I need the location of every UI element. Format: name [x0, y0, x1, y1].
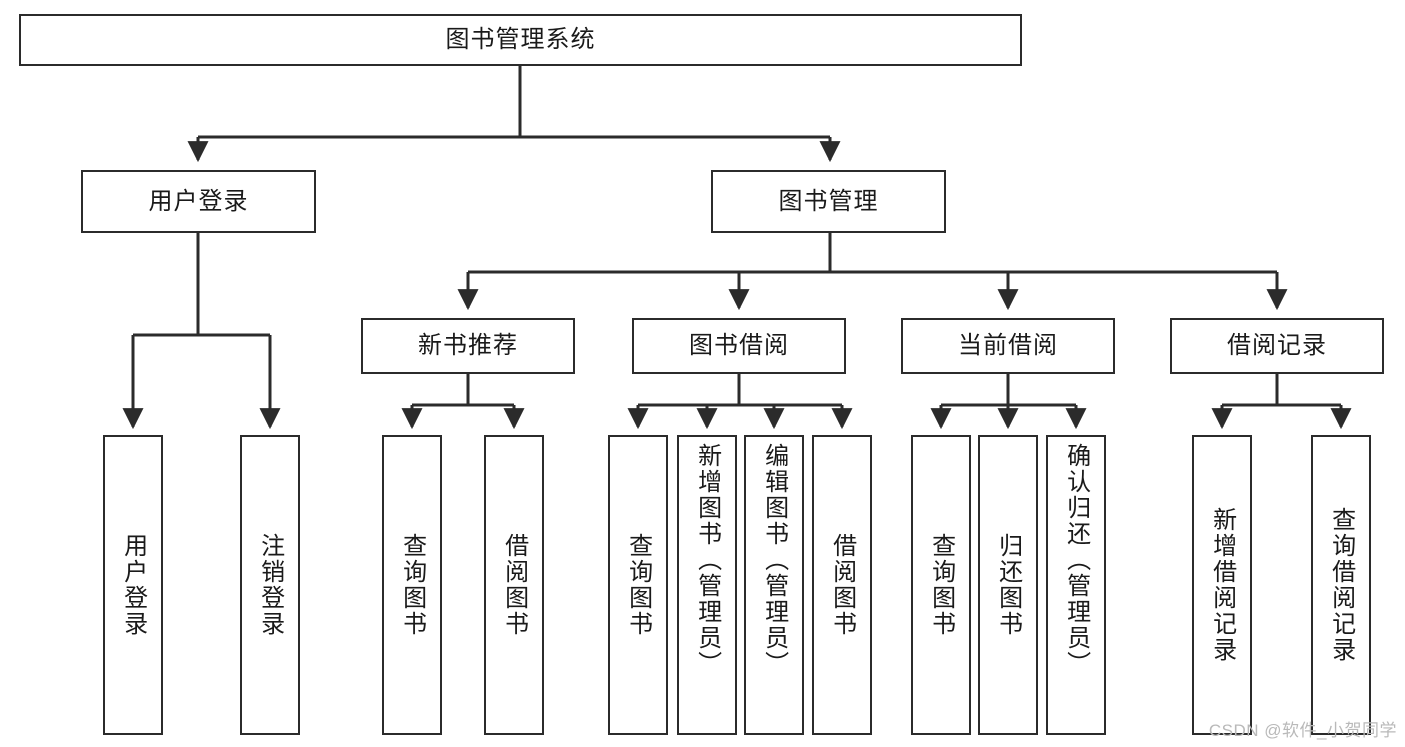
node-book-borrow-label: 图书借阅 — [689, 332, 789, 359]
node-root-label: 图书管理系统 — [445, 26, 596, 53]
leaf-user-login[interactable]: 用户登录 — [103, 435, 163, 735]
leaf-confirm-return-admin[interactable]: 确认归还（管理员） — [1046, 435, 1106, 735]
node-borrow-record[interactable]: 借阅记录 — [1170, 318, 1384, 374]
node-book-management[interactable]: 图书管理 — [711, 170, 946, 233]
leaf-query-book-recommend[interactable]: 查询图书 — [382, 435, 442, 735]
leaf-query-borrow-record[interactable]: 查询借阅记录 — [1311, 435, 1371, 735]
leaf-query-book-recommend-label: 查询图书 — [398, 533, 426, 637]
node-new-book-recommend-label: 新书推荐 — [418, 332, 518, 359]
leaf-logout-label: 注销登录 — [256, 533, 284, 637]
leaf-query-book-borrow-label: 查询图书 — [624, 533, 652, 637]
leaf-add-borrow-record-label: 新增借阅记录 — [1208, 507, 1236, 663]
node-user-login-label: 用户登录 — [148, 187, 249, 215]
leaf-borrow-book-recommend[interactable]: 借阅图书 — [484, 435, 544, 735]
node-new-book-recommend[interactable]: 新书推荐 — [361, 318, 575, 374]
leaf-borrow-book-label: 借阅图书 — [828, 533, 856, 637]
node-book-management-label: 图书管理 — [778, 187, 879, 215]
node-book-borrow[interactable]: 图书借阅 — [632, 318, 846, 374]
leaf-borrow-book[interactable]: 借阅图书 — [812, 435, 872, 735]
leaf-add-book-admin[interactable]: 新增图书（管理员） — [677, 435, 737, 735]
leaf-return-book-label: 归还图书 — [994, 533, 1022, 637]
leaf-edit-book-admin[interactable]: 编辑图书（管理员） — [744, 435, 804, 735]
leaf-query-book-borrow[interactable]: 查询图书 — [608, 435, 668, 735]
node-borrow-record-label: 借阅记录 — [1227, 332, 1327, 359]
node-current-borrow[interactable]: 当前借阅 — [901, 318, 1115, 374]
leaf-borrow-book-recommend-label: 借阅图书 — [500, 533, 528, 637]
leaf-query-book-current-label: 查询图书 — [927, 533, 955, 637]
leaf-confirm-return-admin-label: 确认归还（管理员） — [1062, 443, 1090, 677]
leaf-return-book[interactable]: 归还图书 — [978, 435, 1038, 735]
leaf-query-borrow-record-label: 查询借阅记录 — [1327, 507, 1355, 663]
leaf-logout[interactable]: 注销登录 — [240, 435, 300, 735]
leaf-edit-book-admin-label: 编辑图书（管理员） — [760, 443, 788, 677]
leaf-query-book-current[interactable]: 查询图书 — [911, 435, 971, 735]
leaf-add-book-admin-label: 新增图书（管理员） — [693, 443, 721, 677]
node-root[interactable]: 图书管理系统 — [19, 14, 1022, 66]
node-user-login[interactable]: 用户登录 — [81, 170, 316, 233]
leaf-add-borrow-record[interactable]: 新增借阅记录 — [1192, 435, 1252, 735]
leaf-user-login-label: 用户登录 — [119, 533, 147, 637]
node-current-borrow-label: 当前借阅 — [958, 332, 1058, 359]
